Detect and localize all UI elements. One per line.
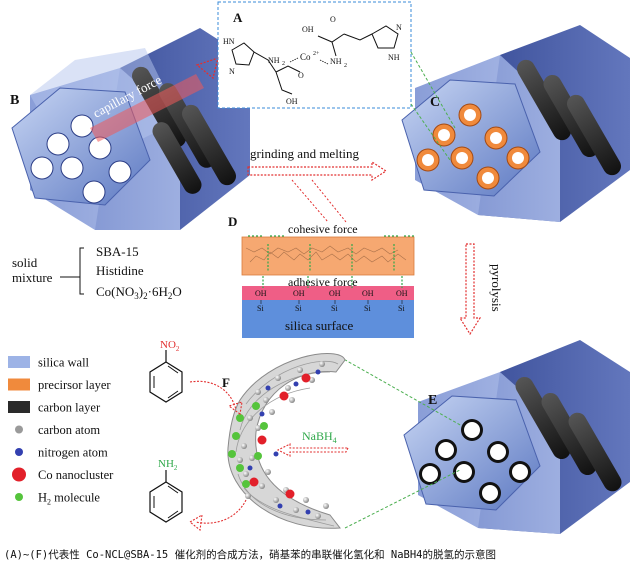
svg-text:Si: Si bbox=[398, 304, 405, 313]
svg-text:Si: Si bbox=[295, 304, 302, 313]
zoom-line bbox=[344, 469, 461, 529]
panel-a-complex: A HN N NH 2 OH O Co 2+ OH O NH 2 N NH bbox=[217, 1, 412, 109]
hexagonal-prism-b: capillary force B bbox=[10, 28, 250, 230]
legend-swatch bbox=[15, 448, 23, 456]
panel-f-carbon-shell: F bbox=[222, 353, 349, 529]
svg-text:N: N bbox=[229, 67, 235, 76]
svg-text:O: O bbox=[330, 15, 336, 24]
svg-text:Histidine: Histidine bbox=[96, 263, 144, 278]
svg-text:OH: OH bbox=[255, 289, 267, 298]
nitrogen-atoms bbox=[247, 369, 321, 515]
carbon-channels bbox=[515, 376, 622, 492]
nitrobenzene: NO2 bbox=[149, 339, 183, 403]
pyrolysis-arrow: pyrolysis bbox=[458, 243, 504, 336]
svg-text:OH: OH bbox=[293, 289, 305, 298]
reactant-arrow bbox=[189, 380, 237, 411]
solid-mixture-list: solid mixture SBA-15 Histidine Co(NO3)2·… bbox=[12, 244, 182, 301]
svg-text:Si: Si bbox=[257, 304, 264, 313]
svg-text:Si: Si bbox=[364, 304, 371, 313]
svg-text:solid: solid bbox=[12, 255, 38, 270]
svg-text:2: 2 bbox=[282, 61, 285, 67]
h2-molecules bbox=[228, 402, 268, 488]
legend-swatch bbox=[8, 378, 30, 391]
svg-text:Co: Co bbox=[300, 52, 311, 62]
legend-label: H2 molecule bbox=[38, 491, 100, 507]
silica-surface bbox=[242, 300, 414, 338]
svg-text:NH: NH bbox=[388, 53, 400, 62]
svg-text:Si: Si bbox=[331, 304, 338, 313]
connector-line bbox=[311, 179, 347, 223]
adhesive-band bbox=[242, 286, 414, 300]
pyrolysis-label: pyrolysis bbox=[489, 264, 504, 312]
product-arrow-head bbox=[189, 513, 203, 532]
legend-swatch bbox=[15, 493, 23, 501]
panel-label-c: C bbox=[430, 95, 440, 110]
panel-label-f: F bbox=[222, 375, 230, 390]
nabh4-arrow bbox=[276, 443, 349, 457]
capillary-arrow-head bbox=[195, 57, 219, 80]
connector-line bbox=[291, 179, 329, 223]
reactant-arrow-head bbox=[227, 401, 243, 415]
silica-surface-label: silica surface bbox=[285, 318, 353, 333]
figure-caption: (A)~(F)代表性 Co-NCL@SBA-15 催化剂的合成方法，硝基苯的串联… bbox=[4, 549, 497, 561]
legend-label: silica wall bbox=[38, 356, 90, 370]
hexagonal-prism-c: C bbox=[401, 25, 630, 222]
svg-text:HN: HN bbox=[223, 37, 235, 46]
hexagonal-prism-e: E bbox=[339, 340, 630, 534]
svg-text:SBA-15: SBA-15 bbox=[96, 244, 139, 259]
panel-d-layers: D cohesive force adhesive force OH OH OH… bbox=[228, 214, 415, 338]
legend-label: carbon layer bbox=[38, 401, 101, 415]
svg-text:OH: OH bbox=[362, 289, 374, 298]
legend-swatch bbox=[8, 356, 30, 368]
schematic-diagram: capillary force B A HN N NH 2 OH O Co 2+… bbox=[8, 1, 630, 534]
svg-text:O: O bbox=[298, 71, 304, 80]
cobalt-nitrate-formula: Co(NO3)2·6H2O bbox=[96, 284, 182, 301]
legend-label: Co nanocluster bbox=[38, 468, 114, 482]
aniline: NH2 bbox=[149, 458, 183, 523]
svg-text:NH: NH bbox=[330, 57, 342, 66]
carbon-atoms bbox=[237, 361, 329, 519]
panel-label-b: B bbox=[10, 93, 19, 108]
legend-swatch bbox=[8, 401, 30, 413]
svg-text:2: 2 bbox=[344, 63, 347, 69]
grinding-melting-arrow: grinding and melting bbox=[247, 146, 388, 182]
precursor-layer bbox=[241, 236, 415, 276]
legend-label: precirsor layer bbox=[38, 378, 111, 392]
legend: silica wall precirsor layer carbon layer ca… bbox=[8, 356, 114, 507]
svg-text:OH: OH bbox=[286, 97, 298, 106]
svg-text:OH: OH bbox=[329, 289, 341, 298]
grinding-label: grinding and melting bbox=[250, 146, 360, 161]
co-nanoclusters bbox=[249, 373, 311, 499]
svg-text:N: N bbox=[396, 23, 402, 32]
panel-label-d: D bbox=[228, 214, 237, 229]
cohesive-force-label: cohesive force bbox=[288, 222, 358, 236]
legend-label: nitrogen atom bbox=[38, 446, 108, 460]
product-arrow bbox=[195, 499, 247, 524]
zoom-line bbox=[410, 103, 451, 161]
capillary-arrow-band bbox=[90, 74, 204, 142]
svg-text:2+: 2+ bbox=[313, 51, 320, 57]
svg-text:OH: OH bbox=[396, 289, 408, 298]
panel-label-a: A bbox=[233, 10, 243, 25]
pore-openings bbox=[30, 114, 132, 204]
svg-text:mixture: mixture bbox=[12, 270, 53, 285]
nabh4-label: NaBH4 bbox=[302, 429, 337, 445]
carbon-channels bbox=[517, 59, 621, 176]
svg-text:NH: NH bbox=[268, 56, 280, 65]
legend-label: carbon atom bbox=[38, 423, 100, 437]
zoom-line bbox=[339, 356, 463, 427]
legend-swatch bbox=[15, 425, 23, 434]
svg-text:OH: OH bbox=[302, 25, 314, 34]
adhesive-force-label: adhesive force bbox=[288, 275, 358, 289]
panel-label-e: E bbox=[428, 393, 437, 408]
nh2-label: NH2 bbox=[158, 458, 178, 472]
no2-label: NO2 bbox=[160, 339, 180, 353]
legend-swatch bbox=[12, 467, 26, 482]
